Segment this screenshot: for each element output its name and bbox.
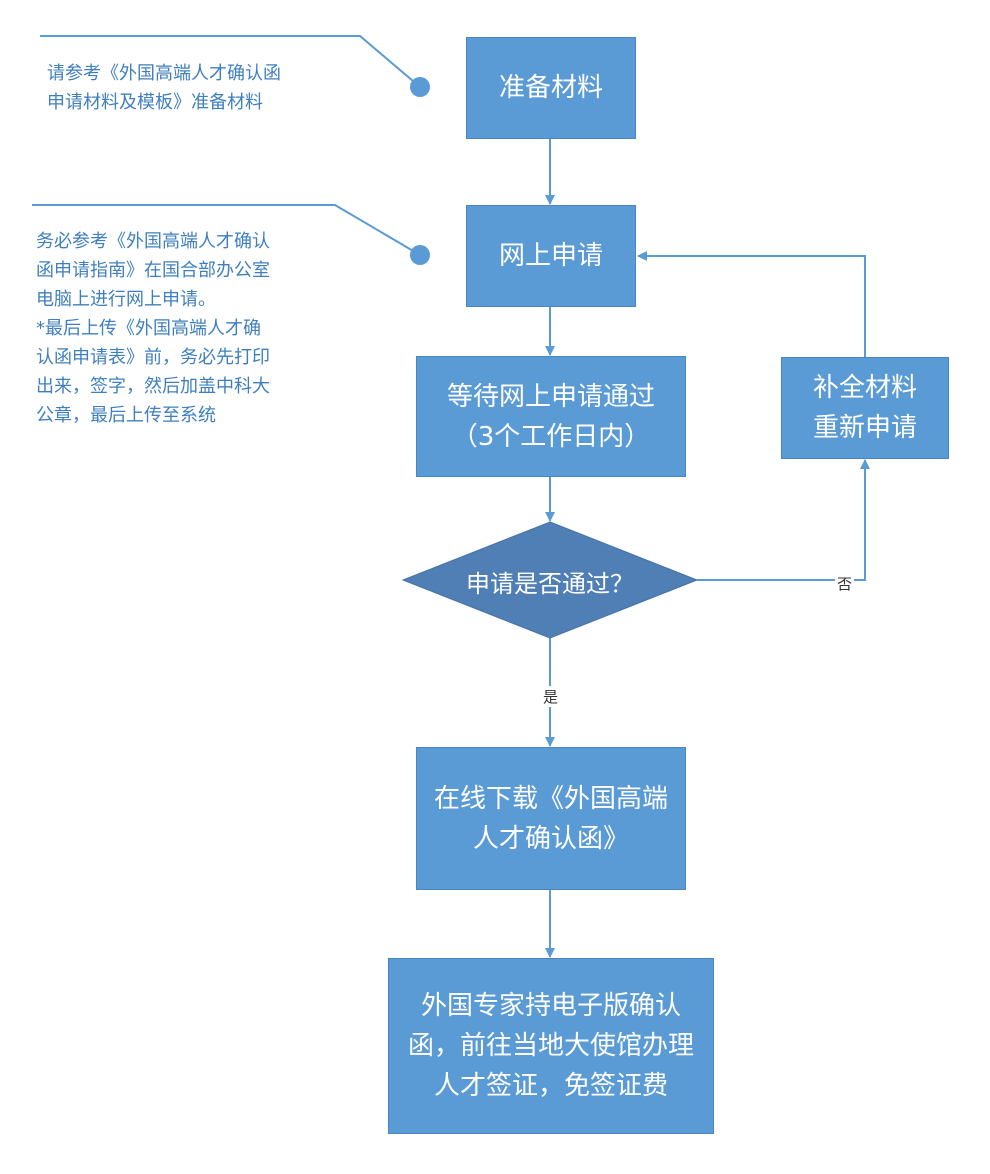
note2-callout-dot [410, 245, 430, 265]
step-resupply-reapply-label: 补全材料 重新申请 [812, 373, 917, 443]
step-prepare-materials-label: 准备材料 [498, 73, 603, 103]
decision-yes-label: 是 [541, 686, 561, 707]
step-apply-online: 网上申请 [466, 205, 636, 307]
step-download-letter: 在线下载《外国高端 人才确认函》 [416, 747, 686, 890]
note-prepare-materials: 请参考《外国高端人才确认函 申请材料及模板》准备材料 [47, 63, 281, 113]
step-embassy-visa-label: 外国专家持电子版确认 函，前往当地大使馆办理 人才签证，免签证费 [407, 991, 694, 1101]
step-resupply-reapply: 补全材料 重新申请 [781, 357, 949, 459]
note2-callout-line [32, 204, 421, 256]
step-wait-approval-label: 等待网上申请通过 （3个工作日内） [446, 381, 655, 452]
note-apply-online: 务必参考《外国高端人才确认 函申请指南》在国合部办公室 电脑上进行网上申请。 *… [36, 231, 270, 426]
step-apply-online-label: 网上申请 [498, 241, 603, 271]
decision-diamond [401, 521, 699, 639]
arrow-resupply-to-apply [637, 251, 866, 357]
step-wait-approval: 等待网上申请通过 （3个工作日内） [416, 356, 686, 477]
note1-callout-line [40, 35, 421, 88]
step-prepare-materials: 准备材料 [466, 37, 636, 139]
decision-no-label: 否 [835, 573, 855, 594]
decision-question: 申请是否通过？ [466, 570, 634, 598]
note1-callout-dot [410, 77, 430, 97]
arrow-decision-no-to-resupply [697, 459, 870, 581]
step-download-letter-label: 在线下载《外国高端 人才确认函》 [433, 783, 668, 854]
step-embassy-visa: 外国专家持电子版确认 函，前往当地大使馆办理 人才签证，免签证费 [388, 958, 714, 1134]
